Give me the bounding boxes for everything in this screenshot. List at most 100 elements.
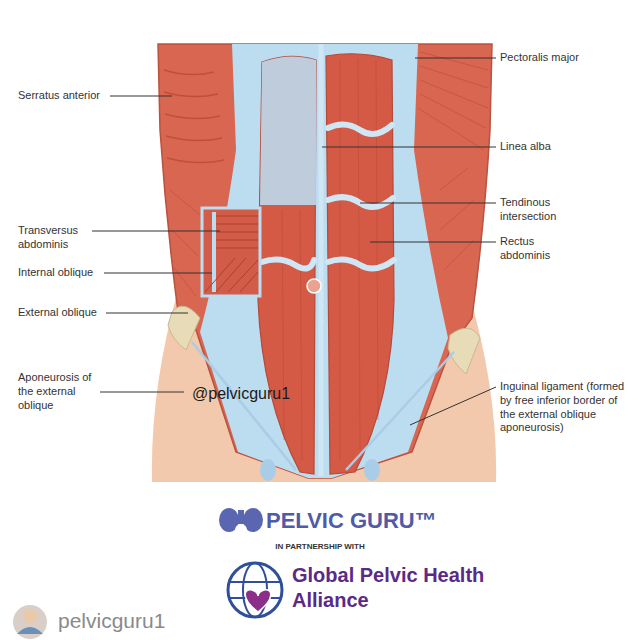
part-label: pelvicguru1	[58, 608, 258, 634]
label-holder: Internal oblique	[18, 266, 128, 280]
leader-line	[100, 392, 184, 393]
fiber	[440, 168, 468, 190]
rectus-left	[258, 56, 316, 474]
leader-line	[104, 273, 212, 274]
label-holder: Pectoralis major	[500, 51, 635, 65]
fiber	[282, 210, 284, 440]
fiber	[358, 58, 360, 450]
part-label: Global Pelvic Health Alliance	[292, 563, 492, 613]
label-holder: Aponeurosis of the external oblique	[18, 371, 98, 412]
inguinal-ligament	[346, 352, 454, 470]
fiber	[420, 94, 486, 128]
part-label: Rectus abdominis	[500, 235, 570, 263]
part-label: External oblique	[18, 306, 128, 320]
pectoral-fibers	[418, 52, 488, 150]
leader-line	[106, 313, 188, 314]
part-label: Pectoralis major	[500, 51, 635, 65]
linea-alba	[319, 44, 324, 476]
label-holder: PELVIC GURU™	[266, 507, 466, 535]
aponeurosis	[200, 44, 448, 478]
part-label: Serratus anterior	[18, 89, 128, 103]
spermatic-cord	[364, 459, 380, 481]
part-label: @pelvicguru1	[192, 384, 332, 404]
label-holder: Inguinal ligament (formed by free inferi…	[500, 380, 625, 435]
label-holder: pelvicguru1	[58, 608, 258, 634]
fiber	[215, 240, 258, 241]
fiber	[165, 114, 220, 119]
fiber	[170, 190, 200, 215]
fiber	[420, 52, 488, 70]
part-label: Internal oblique	[18, 266, 128, 280]
leader-line	[110, 96, 172, 97]
leader-line	[360, 203, 496, 204]
part-label: Linea alba	[500, 140, 630, 154]
fiber	[216, 258, 246, 292]
fiber	[167, 158, 224, 163]
label-holder: Global Pelvic Health Alliance	[292, 563, 492, 613]
part-label: Inguinal ligament (formed by free inferi…	[500, 380, 625, 435]
cut-window	[202, 208, 260, 296]
fiber	[228, 260, 258, 292]
leader-line	[322, 147, 496, 148]
serratus-digitations	[164, 70, 224, 163]
fiber	[215, 224, 258, 225]
logo-hole	[235, 524, 247, 536]
fiber	[172, 230, 198, 256]
fiber	[166, 136, 222, 141]
fiber	[300, 210, 302, 460]
spermatic-cord	[260, 459, 276, 481]
fiber	[240, 272, 258, 292]
fiber	[420, 80, 488, 108]
label-holder: IN PARTNERSHIP WITH	[250, 542, 390, 552]
part-label: IN PARTNERSHIP WITH	[250, 542, 390, 552]
heart	[245, 590, 271, 612]
leader-line	[370, 242, 496, 243]
label-holder: Rectus abdominis	[500, 235, 570, 263]
label-holder: Serratus anterior	[18, 89, 128, 103]
fiber	[215, 232, 258, 233]
fiber	[164, 92, 218, 97]
part-label: PELVIC GURU™	[266, 507, 466, 535]
leader-lines	[92, 58, 496, 425]
fiber	[215, 248, 258, 249]
fiber	[418, 108, 484, 150]
band	[328, 197, 393, 207]
avatar-body	[17, 627, 43, 634]
leader-line	[415, 58, 496, 59]
label-holder: Tendinous intersection	[500, 196, 572, 224]
part-label: Aponeurosis of the external oblique	[18, 371, 98, 412]
iliac-bone	[448, 328, 480, 374]
fiber	[164, 70, 214, 75]
fiber	[376, 60, 378, 420]
label-holder: Linea alba	[500, 140, 630, 154]
fiber	[215, 216, 258, 217]
label-holder: Transversus abdominis	[18, 224, 103, 252]
logo-spine	[238, 510, 244, 524]
torso-muscle	[158, 44, 492, 478]
fiber	[174, 268, 196, 296]
transversus-fibers	[215, 216, 258, 248]
part-label: Transversus abdominis	[18, 224, 103, 252]
part-label: Tendinous intersection	[500, 196, 572, 224]
label-holder: @pelvicguru1	[192, 384, 332, 404]
band	[262, 260, 314, 269]
alliance-logo	[228, 563, 282, 617]
rectus-right	[326, 54, 394, 474]
tendinous-intersections	[262, 124, 394, 268]
avatar-face	[23, 609, 37, 623]
inguinal-ligament	[192, 342, 296, 470]
umbilicus	[307, 279, 321, 293]
pelvis-logo	[219, 508, 263, 536]
rectus-sheath	[260, 56, 316, 205]
leader-line	[410, 387, 496, 425]
avatar	[13, 605, 47, 639]
internal-oblique-fibers	[205, 258, 258, 292]
fiber	[444, 240, 474, 270]
label-holder: External oblique	[18, 306, 128, 320]
fiber	[440, 200, 474, 230]
leader-line	[92, 231, 220, 232]
band	[328, 260, 394, 269]
band	[328, 124, 392, 134]
globe	[228, 563, 282, 617]
